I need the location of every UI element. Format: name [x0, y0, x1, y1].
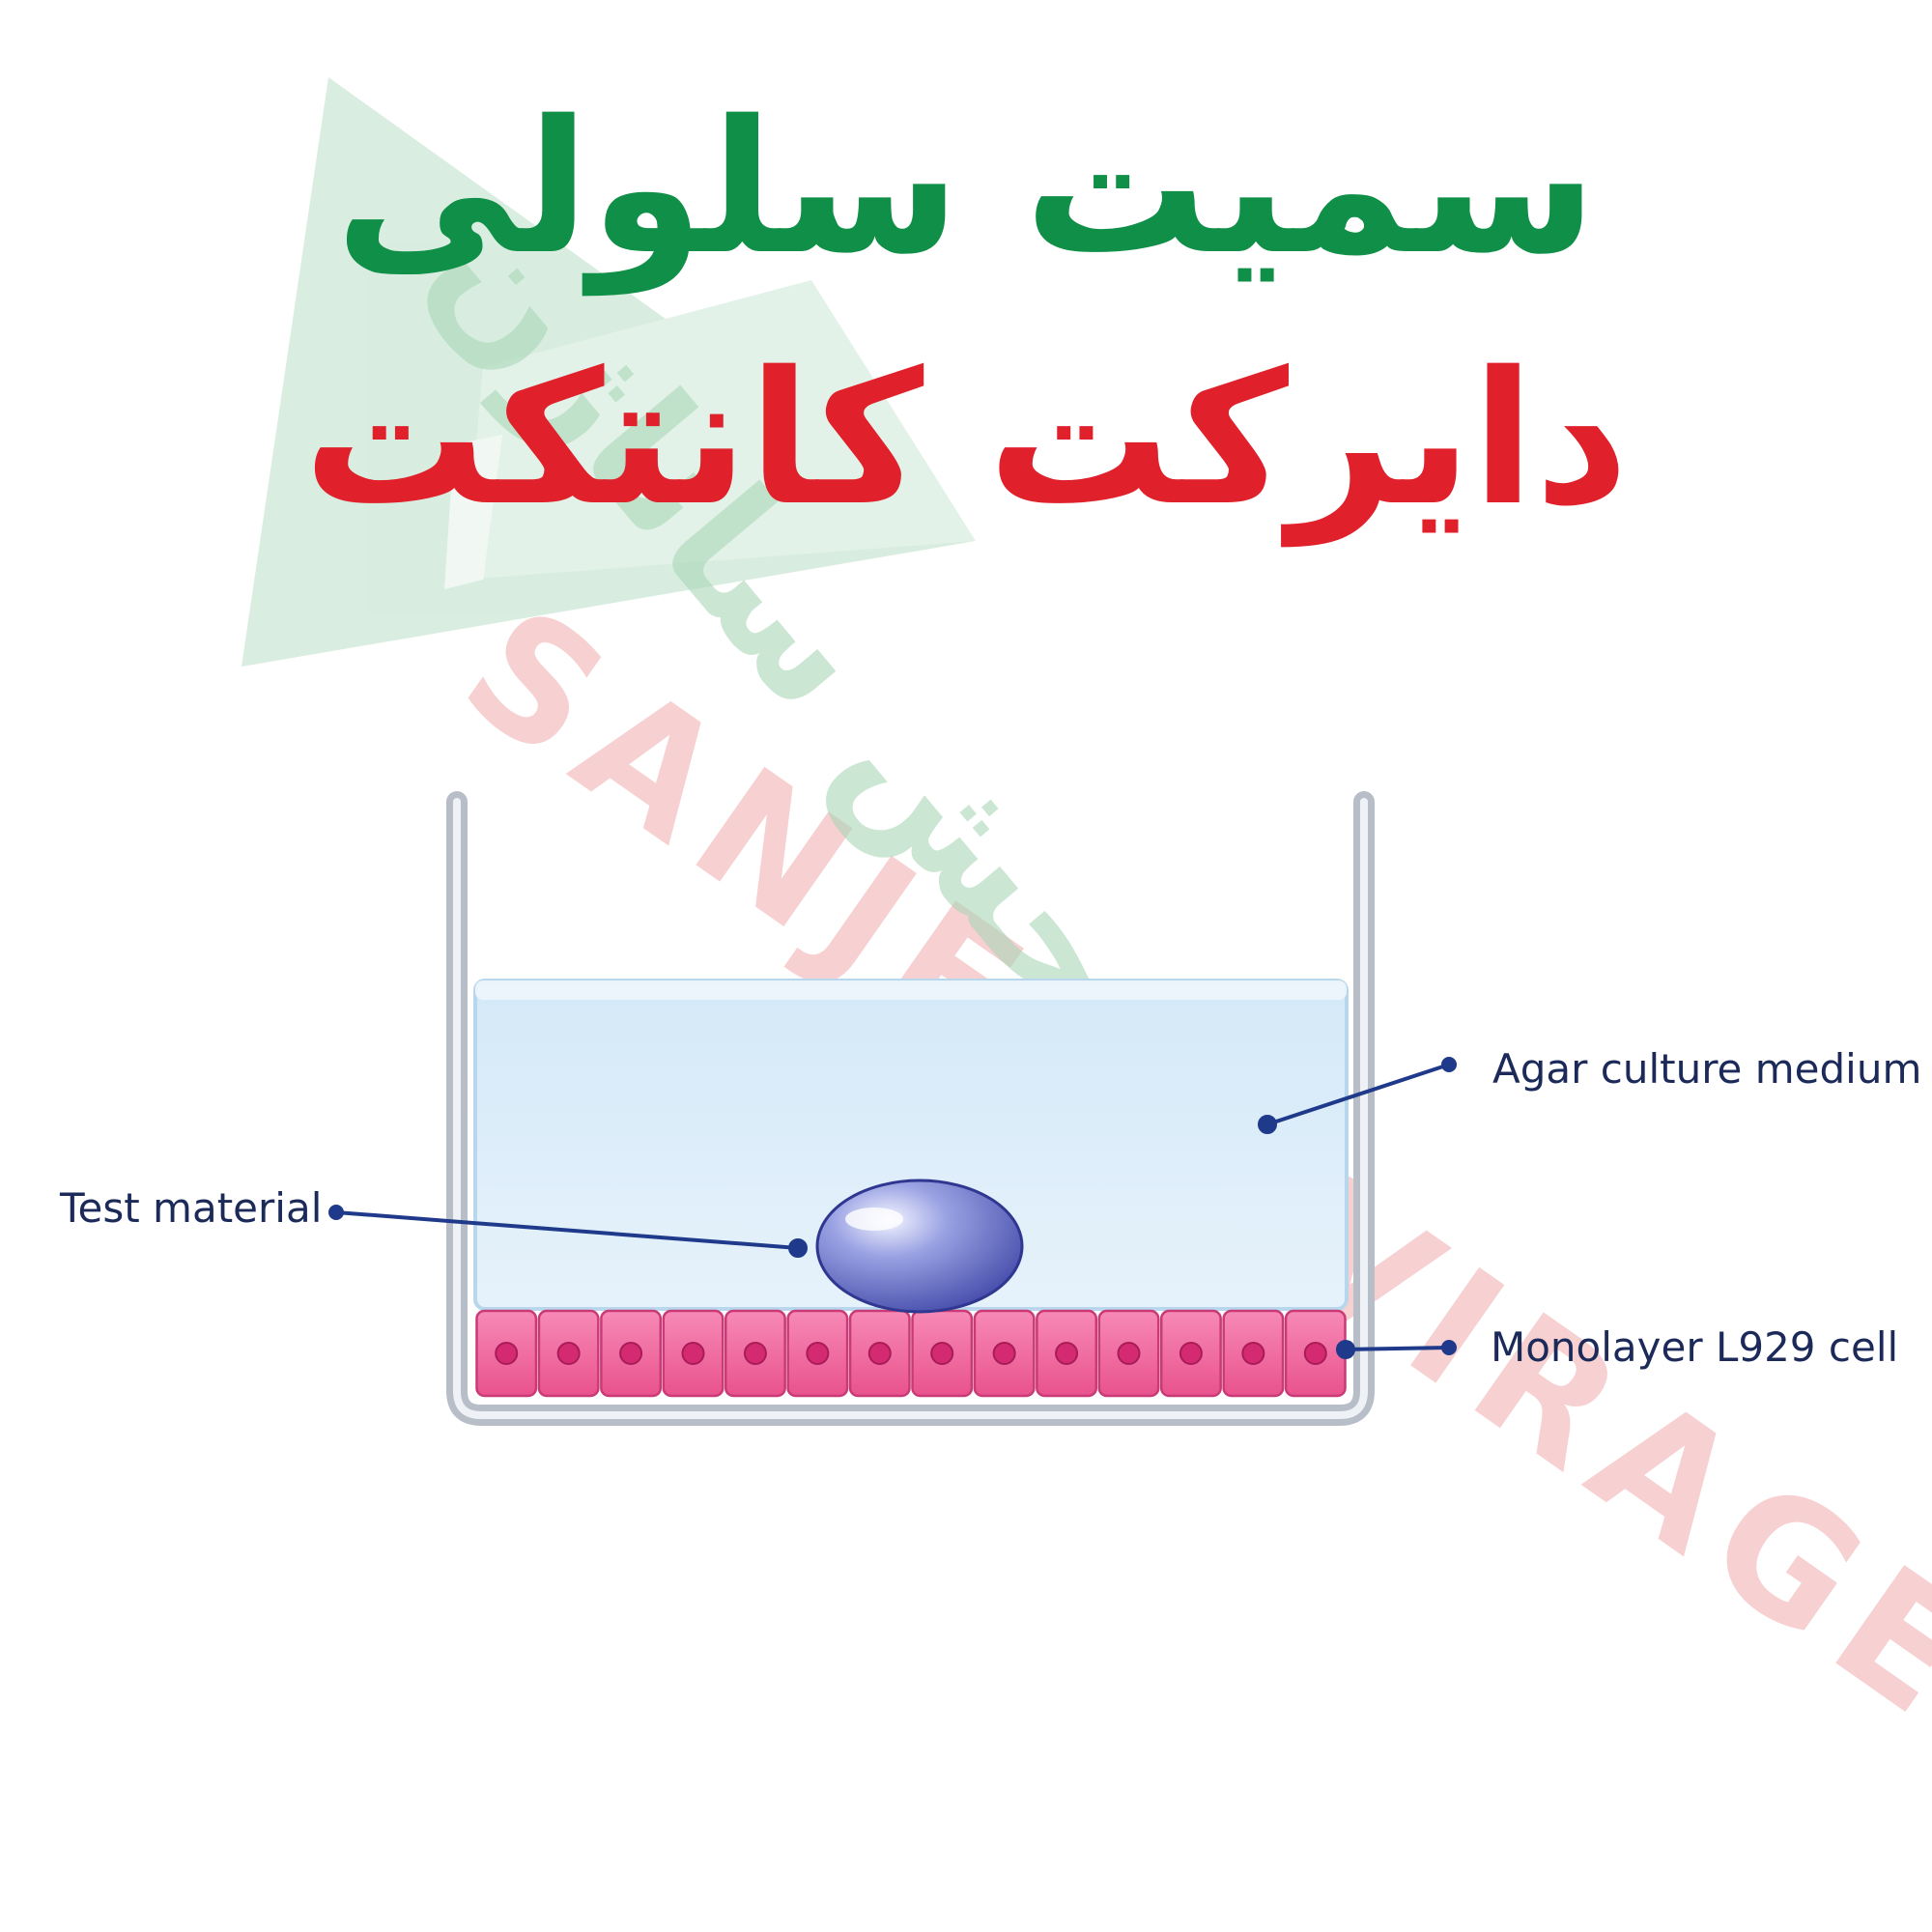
cell-monolayer [475, 1309, 1347, 1398]
agar-leader-line [1266, 1063, 1450, 1126]
title-line-1: سمیت سلولی [334, 81, 1598, 295]
cell [600, 1309, 663, 1398]
monolayer-cell-label: Monolayer L929 cell [1491, 1323, 1899, 1371]
cell [786, 1309, 849, 1398]
cell [1097, 1309, 1160, 1398]
triangle-logo-icon [242, 77, 976, 667]
test-material-label: Test material [60, 1184, 323, 1232]
cell [1036, 1309, 1098, 1398]
cell [911, 1309, 974, 1398]
cells-leader-line [1345, 1346, 1450, 1351]
cell [973, 1309, 1036, 1398]
cell [475, 1309, 538, 1398]
agar-culture-medium-label: Agar culture medium [1492, 1045, 1922, 1093]
cell [662, 1309, 724, 1398]
title-line-2: دایرکت کانتکت [302, 332, 1630, 546]
cell [537, 1309, 600, 1398]
cell [724, 1309, 786, 1398]
cell [1222, 1309, 1285, 1398]
test-material-pebble [815, 1179, 1024, 1314]
cell [1159, 1309, 1222, 1398]
cell [848, 1309, 911, 1398]
test-material-leader-line [335, 1210, 799, 1250]
cell [1284, 1309, 1347, 1398]
